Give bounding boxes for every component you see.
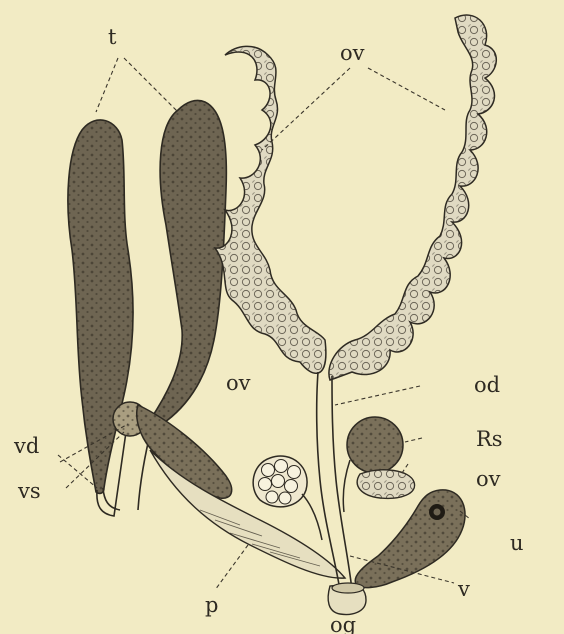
label-uterus: u (510, 531, 524, 555)
label-seminal-vesicle: vs (17, 479, 41, 503)
label-ovary-right: ov (476, 467, 501, 491)
label-penis: p (205, 593, 218, 617)
label-genital-opening: og (330, 613, 356, 634)
label-testis: t (108, 25, 117, 49)
label-ovary-top: ov (340, 41, 365, 65)
penis (137, 405, 345, 578)
label-receptaculum-seminis: Rs (476, 427, 503, 451)
testis-right (148, 100, 226, 428)
testis-left (68, 120, 133, 493)
ovary-left-chain (215, 46, 326, 373)
ovary-right-chain (329, 15, 496, 380)
genital-opening (328, 583, 366, 614)
label-oviduct: od (474, 373, 500, 397)
label-vagina: v (457, 577, 470, 601)
label-ovary-middle: ov (226, 371, 251, 395)
uterus (355, 490, 465, 588)
ovary-small-right (357, 470, 414, 499)
label-vas-deferens: vd (13, 434, 39, 458)
